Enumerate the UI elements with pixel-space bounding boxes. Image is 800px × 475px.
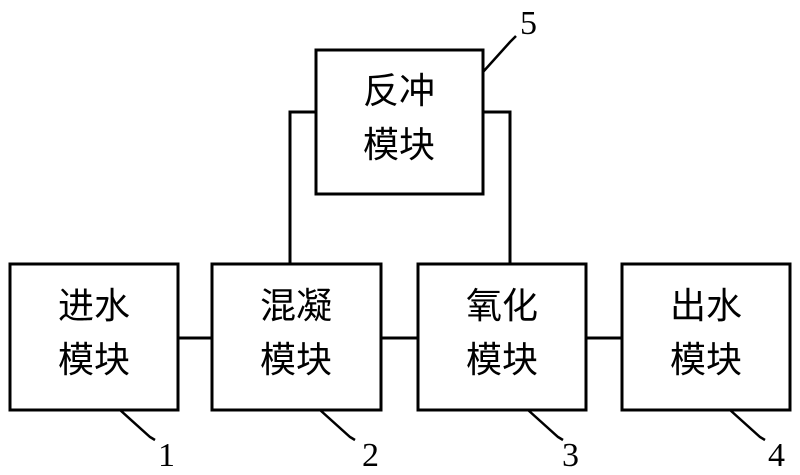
ref-number-5: 5 — [520, 5, 537, 42]
module-backwash: 反冲 模块 — [314, 48, 485, 196]
module-outlet: 出水 模块 — [620, 262, 792, 412]
module-inlet: 进水 模块 — [8, 262, 180, 412]
connector-backwash-coagulation — [288, 110, 316, 264]
leader-line-3 — [527, 409, 564, 442]
leader-line-2 — [319, 409, 356, 442]
module-outlet-label-line2: 模块 — [670, 340, 742, 381]
ref-number-3: 3 — [562, 437, 579, 474]
module-backwash-box — [314, 48, 485, 196]
module-inlet-label-line2: 模块 — [58, 340, 130, 381]
leader-line-5 — [482, 35, 517, 73]
module-outlet-box — [620, 262, 792, 412]
connector-backwash-oxidation — [483, 110, 512, 264]
module-backwash-label-line1: 反冲 — [363, 71, 435, 112]
leader-line-1 — [119, 409, 156, 442]
module-oxidation-label-line2: 模块 — [466, 340, 538, 381]
module-coagulation-label-line1: 混凝 — [260, 286, 332, 327]
module-inlet-label-line1: 进水 — [58, 286, 130, 327]
module-outlet-label-line1: 出水 — [670, 286, 742, 327]
module-oxidation-box — [416, 262, 588, 412]
module-inlet-box — [8, 262, 180, 412]
ref-number-4: 4 — [768, 437, 785, 474]
module-coagulation-box — [210, 262, 383, 412]
module-coagulation: 混凝 模块 — [210, 262, 383, 412]
module-coagulation-label-line2: 模块 — [260, 340, 332, 381]
module-oxidation: 氧化 模块 — [416, 262, 588, 412]
ref-number-1: 1 — [158, 437, 175, 474]
ref-number-2: 2 — [362, 437, 379, 474]
module-backwash-label-line2: 模块 — [363, 125, 435, 166]
module-oxidation-label-line1: 氧化 — [466, 286, 538, 327]
leader-line-4 — [729, 409, 766, 442]
